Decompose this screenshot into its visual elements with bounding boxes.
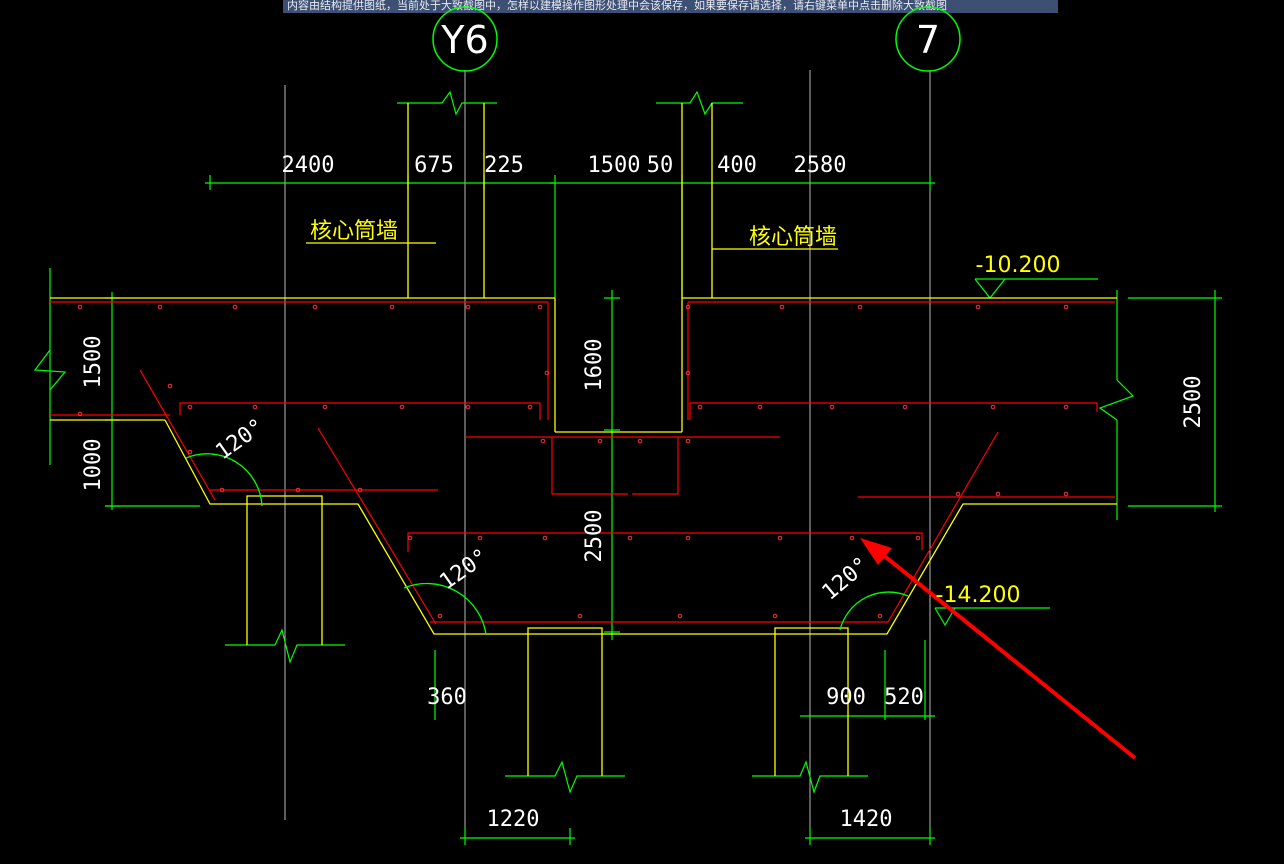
top-dim-50: 50 bbox=[647, 153, 674, 178]
arrow-head bbox=[860, 538, 892, 565]
angle-label-center: 120° bbox=[435, 544, 493, 595]
axis-bubble-right: 7 bbox=[895, 6, 961, 72]
mid-dim-2500: 2500 bbox=[582, 510, 607, 563]
bottom-dim-1420: 1420 bbox=[840, 807, 893, 832]
angle-label-left: 120° bbox=[211, 414, 269, 465]
angle-arcs bbox=[185, 453, 909, 635]
structure-outline bbox=[50, 103, 1117, 776]
rebar-dots bbox=[77, 304, 1069, 619]
rebar-lines bbox=[50, 301, 1137, 760]
top-dim-2400: 2400 bbox=[282, 153, 335, 178]
bottom-dim-1220: 1220 bbox=[487, 807, 540, 832]
top-dim-675: 675 bbox=[414, 153, 454, 178]
bottom-dim-520: 520 bbox=[884, 685, 924, 710]
elevation-top: -10.200 bbox=[976, 253, 1061, 278]
bottom-dim-360: 360 bbox=[427, 685, 467, 710]
top-dim-400: 400 bbox=[717, 153, 757, 178]
left-dim-1000: 1000 bbox=[81, 439, 106, 492]
axis-label-left: Y6 bbox=[440, 18, 488, 62]
axis-bubble-left: Y6 bbox=[432, 6, 498, 72]
elevation-bottom: -14.200 bbox=[936, 583, 1021, 608]
dimension-lines bbox=[33, 90, 1222, 845]
right-dim-2500: 2500 bbox=[1181, 376, 1206, 429]
grid-lines bbox=[284, 70, 931, 840]
top-dim-225: 225 bbox=[484, 153, 524, 178]
top-dim-2580: 2580 bbox=[794, 153, 847, 178]
axis-label-right: 7 bbox=[916, 18, 940, 62]
bottom-dim-900: 900 bbox=[826, 685, 866, 710]
mid-dim-1600: 1600 bbox=[582, 339, 607, 392]
top-dim-1500: 1500 bbox=[588, 153, 641, 178]
wall-label-left: 核心筒墙 bbox=[310, 219, 398, 244]
wall-label-right: 核心筒墙 bbox=[749, 225, 837, 250]
left-dim-1500: 1500 bbox=[81, 336, 106, 389]
